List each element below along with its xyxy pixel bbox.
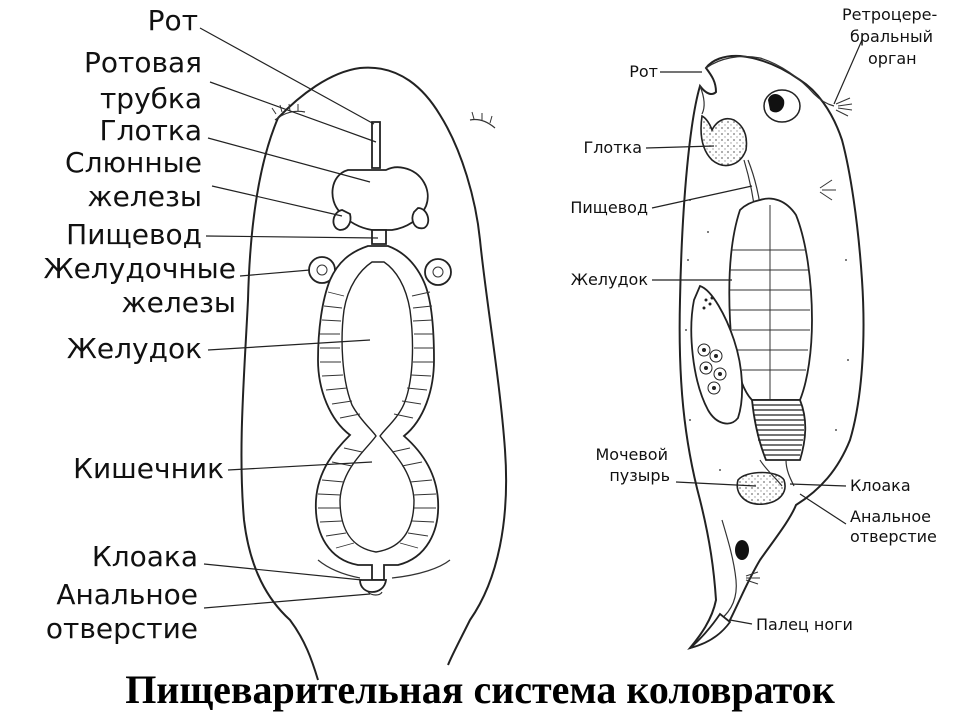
page-title: Пищеварительная система коловраток (125, 667, 835, 712)
right-corona (705, 55, 835, 107)
right-pedal-gland (735, 540, 749, 560)
label-retrocerebral-1: Ретроцере- (842, 5, 937, 24)
label-pharynx-left: Глотка (100, 114, 202, 147)
right-foot (719, 519, 737, 621)
left-gastric-gland-r (424, 258, 452, 286)
right-labels: Ретроцере- бральный орган Рот Глотка Пищ… (570, 5, 937, 634)
right-pharynx (700, 114, 748, 167)
label-anus-right-2: отверстие (850, 527, 937, 546)
label-bladder-1: Мочевой (595, 445, 668, 464)
label-pharynx-right: Глотка (583, 138, 642, 157)
right-leader-lines (645, 39, 863, 625)
label-mouth-right: Рот (629, 62, 658, 81)
label-gastric-2: железы (121, 286, 236, 319)
label-anus-left-1: Анальное (56, 578, 198, 611)
left-leader-lines (199, 27, 379, 609)
label-salivary-1: Слюнные (65, 146, 202, 179)
right-toe (689, 612, 732, 649)
label-mouth-tube-1: Ротовая (84, 46, 202, 79)
left-mouth-tube (371, 121, 381, 169)
left-labels: Рот Ротовая трубка Глотка Слюнные железы… (43, 4, 236, 645)
right-mouth (699, 85, 705, 115)
label-stomach-right: Желудок (571, 270, 649, 289)
left-corona (274, 110, 496, 129)
left-stomach-lumen (339, 261, 415, 553)
right-rotifer-figure (678, 54, 865, 650)
label-gastric-1: Желудочные (43, 252, 236, 285)
left-body-outline (240, 66, 508, 681)
left-salivary-gland-l (332, 209, 352, 231)
label-mouth-tube-2: трубка (100, 82, 202, 115)
left-gut-wall-hatching (317, 291, 437, 549)
left-rotifer-figure (240, 66, 508, 681)
left-cloaca (359, 579, 388, 593)
left-salivary-gland-r (411, 207, 430, 230)
label-intestine-left: Кишечник (73, 452, 224, 485)
label-salivary-2: железы (87, 180, 202, 213)
label-anus-right-1: Анальное (850, 507, 931, 526)
right-eggs (697, 296, 727, 395)
label-esophagus-right: Пищевод (570, 198, 648, 217)
label-mouth-left: Рот (148, 4, 198, 37)
right-bladder (736, 471, 786, 505)
label-retrocerebral-3: орган (868, 49, 917, 68)
label-retrocerebral-2: бральный (850, 27, 933, 46)
label-cloaca-right: Клоака (850, 476, 911, 495)
left-esophagus (371, 229, 387, 245)
left-anus (367, 591, 383, 596)
label-esophagus-left: Пищевод (66, 218, 202, 251)
label-cloaca-left: Клоака (92, 540, 198, 573)
label-bladder-2: пузырь (609, 466, 670, 485)
label-stomach-left: Желудок (67, 332, 202, 365)
label-anus-left-2: отверстие (46, 612, 198, 645)
label-toe-right: Палец ноги (756, 615, 853, 634)
